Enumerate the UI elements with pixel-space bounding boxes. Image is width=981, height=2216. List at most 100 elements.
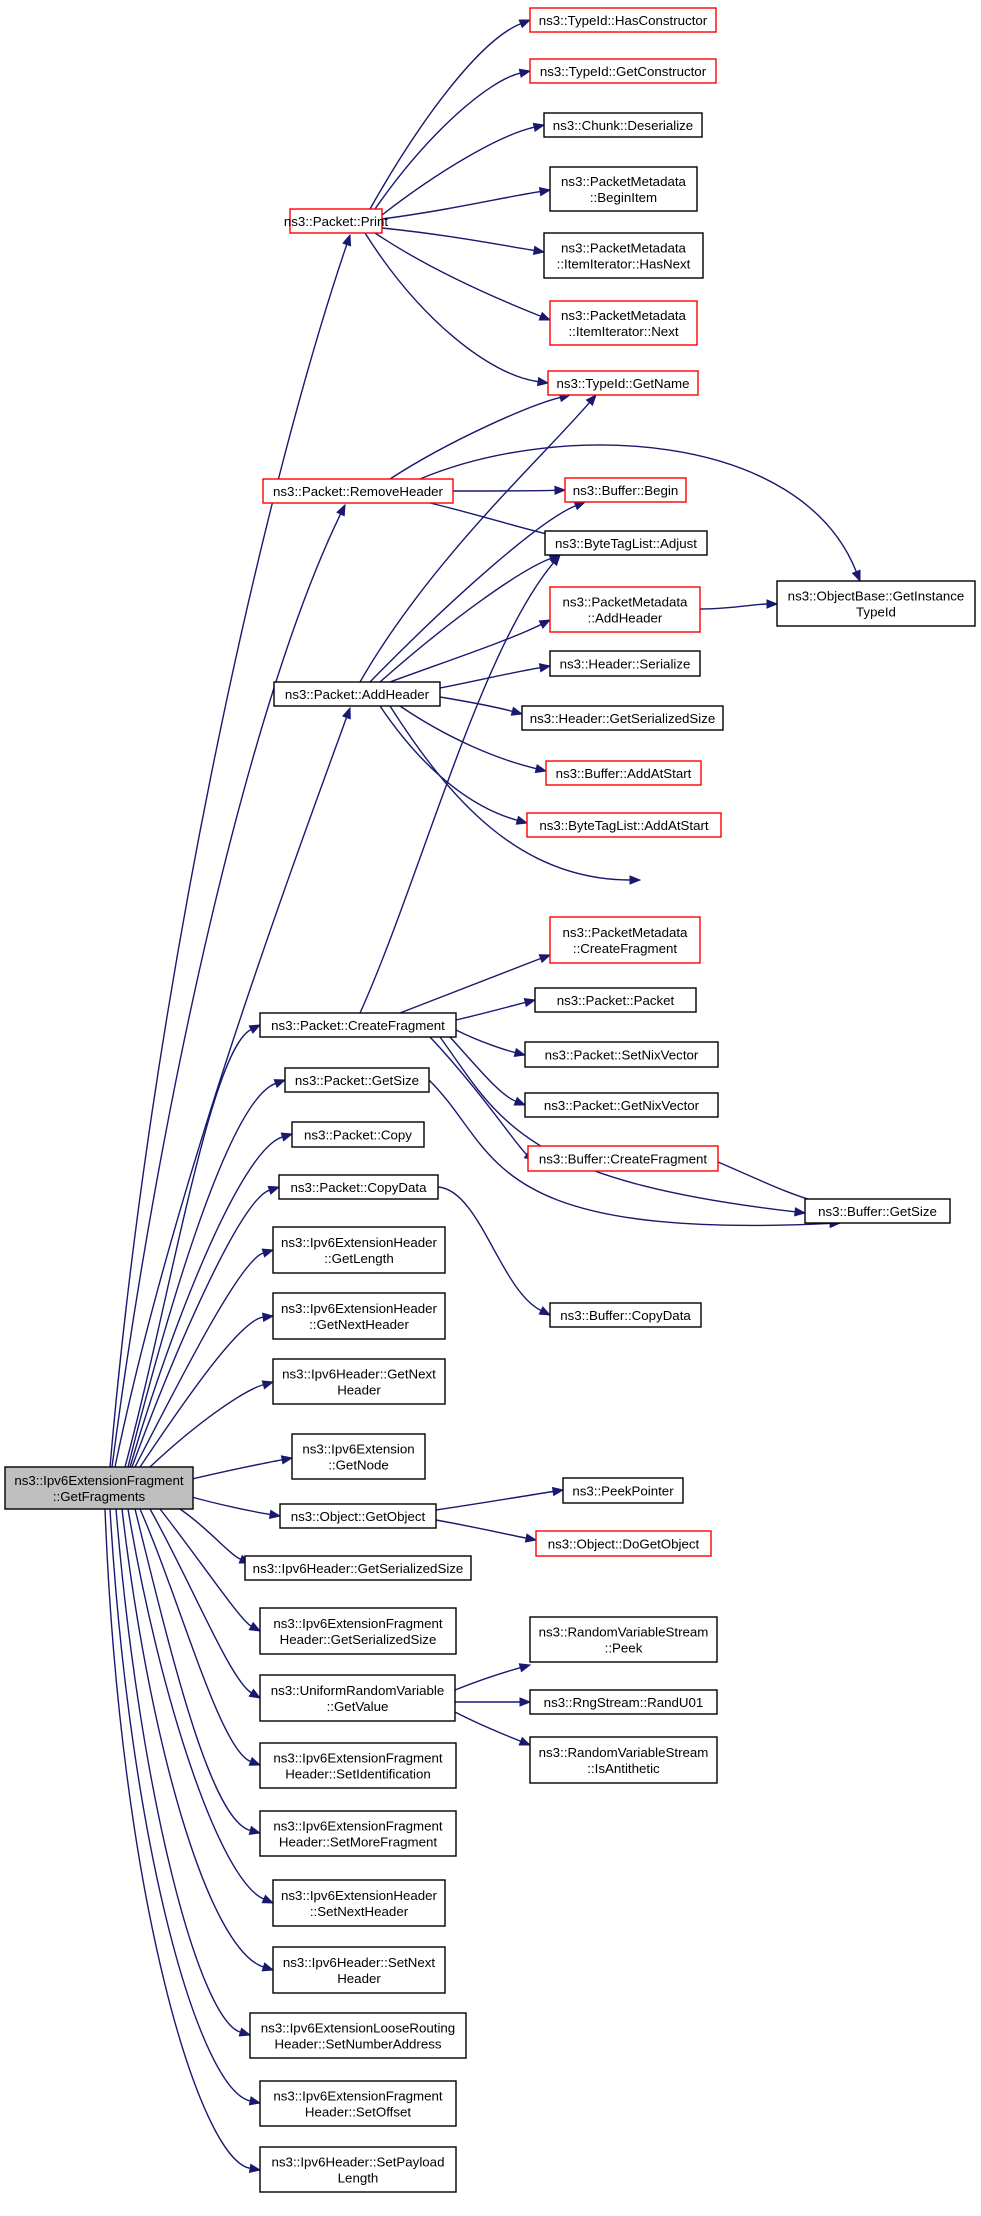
- node-pcopy[interactable]: ns3::Packet::Copy: [291, 1121, 425, 1148]
- edge-addheader-to-adjust: [379, 554, 562, 683]
- node-peekptr[interactable]: ns3::PeekPointer: [562, 1477, 684, 1504]
- arrowhead-icon: [538, 311, 552, 321]
- node-bufaddstart[interactable]: ns3::Buffer::AddAtStart: [545, 760, 702, 786]
- node-setmore[interactable]: ns3::Ipv6ExtensionFragmentHeader::SetMor…: [259, 1810, 457, 1857]
- node-randu01[interactable]: ns3::RngStream::RandU01: [529, 1689, 718, 1715]
- edge-root-to-print: [109, 233, 352, 1468]
- node-box: [284, 1067, 430, 1093]
- node-getctor[interactable]: ns3::TypeId::GetConstructor: [529, 58, 717, 84]
- node-bufcreatefrag[interactable]: ns3::Buffer::CreateFragment: [527, 1145, 719, 1172]
- node-hsetnext[interactable]: ns3::Ipv6Header::SetNextHeader: [272, 1946, 446, 1994]
- node-box: [527, 1145, 719, 1172]
- edge-root-to-setoffset: [109, 1508, 262, 2106]
- node-deser[interactable]: ns3::Chunk::Deserialize: [543, 112, 703, 138]
- node-label: ns3::RandomVariableStream: [539, 1625, 709, 1640]
- edge-removeheader-to-adjust: [429, 502, 562, 540]
- node-bufgetsize[interactable]: ns3::Buffer::GetSize: [804, 1198, 951, 1224]
- node-packet[interactable]: ns3::Packet::Packet: [534, 987, 697, 1013]
- node-hasctor[interactable]: ns3::TypeId::HasConstructor: [529, 7, 717, 33]
- node-label: ::IsAntithetic: [587, 1761, 660, 1776]
- edge-print-to-next: [374, 232, 552, 321]
- node-setoffset[interactable]: ns3::Ipv6ExtensionFragmentHeader::SetOff…: [259, 2080, 457, 2127]
- node-efhgetsize[interactable]: ns3::Ipv6ExtensionFragmentHeader::GetSer…: [259, 1607, 457, 1655]
- node-box: [272, 1946, 446, 1994]
- node-box: [259, 1810, 457, 1857]
- node-box: [524, 1041, 719, 1068]
- node-pmcreatefrag[interactable]: ns3::PacketMetadata::CreateFragment: [549, 916, 701, 964]
- edge-removeheader-to-bufbegin: [452, 485, 567, 496]
- node-bufcopydata[interactable]: ns3::Buffer::CopyData: [549, 1302, 702, 1328]
- node-hserialize[interactable]: ns3::Header::Serialize: [549, 650, 701, 677]
- node-box: [549, 300, 698, 346]
- node-box: [259, 1742, 457, 1789]
- edge-addheader-to-btladdstart: [379, 705, 529, 825]
- node-label: ns3::RngStream::RandU01: [544, 1695, 704, 1710]
- node-hgetsize[interactable]: ns3::Header::GetSerializedSize: [521, 705, 724, 731]
- node-label: ns3::TypeId::GetName: [556, 376, 689, 391]
- node-setnix[interactable]: ns3::Packet::SetNixVector: [524, 1041, 719, 1068]
- edge-root-to-ehsetnext: [127, 1508, 275, 1904]
- node-bufbegin[interactable]: ns3::Buffer::Begin: [564, 477, 687, 503]
- node-ehgetlen[interactable]: ns3::Ipv6ExtensionHeader::GetLength: [272, 1226, 446, 1274]
- node-dogetobj[interactable]: ns3::Object::DoGetObject: [535, 1530, 712, 1557]
- edge-removeheader-to-getinst: [419, 444, 861, 583]
- node-btladdstart[interactable]: ns3::ByteTagList::AddAtStart: [526, 812, 722, 838]
- node-label: ::GetNextHeader: [309, 1317, 409, 1332]
- edge-addheader-to-bufbegin: [369, 501, 587, 683]
- edge-createfrag-to-adjust: [359, 553, 561, 1014]
- node-beginitem[interactable]: ns3::PacketMetadata::BeginItem: [549, 166, 698, 212]
- node-createfrag[interactable]: ns3::Packet::CreateFragment: [259, 1012, 457, 1038]
- node-setnumaddr[interactable]: ns3::Ipv6ExtensionLooseRoutingHeader::Se…: [249, 2012, 467, 2059]
- node-pcopydata[interactable]: ns3::Packet::CopyData: [278, 1174, 439, 1200]
- node-label: ns3::TypeId::HasConstructor: [539, 13, 708, 28]
- node-removeheader[interactable]: ns3::Packet::RemoveHeader: [262, 478, 454, 504]
- node-getname[interactable]: ns3::TypeId::GetName: [547, 370, 699, 396]
- node-rvspeek[interactable]: ns3::RandomVariableStream::Peek: [529, 1616, 718, 1663]
- edge-urvgetvalue-to-rvspeek: [454, 1663, 532, 1691]
- node-box: [804, 1198, 951, 1224]
- node-pgetsize[interactable]: ns3::Packet::GetSize: [284, 1067, 430, 1093]
- node-getnix[interactable]: ns3::Packet::GetNixVector: [524, 1092, 719, 1118]
- node-box: [4, 1466, 194, 1510]
- edge-root-to-v6hgetsize: [179, 1508, 252, 1564]
- arrowhead-icon: [532, 122, 546, 132]
- node-next[interactable]: ns3::PacketMetadata::ItemIterator::Next: [549, 300, 698, 346]
- edge-root-to-setpayload: [104, 1508, 262, 2173]
- node-ehsetnext[interactable]: ns3::Ipv6ExtensionHeader::SetNextHeader: [272, 1879, 446, 1927]
- node-label: ns3::PacketMetadata: [561, 308, 687, 323]
- node-v6hgetsize[interactable]: ns3::Ipv6Header::GetSerializedSize: [244, 1555, 472, 1581]
- node-label: ns3::Header::GetSerializedSize: [530, 711, 716, 726]
- node-box: [549, 916, 701, 964]
- node-hasnext[interactable]: ns3::PacketMetadata::ItemIterator::HasNe…: [543, 232, 704, 279]
- node-label: ::ItemIterator::Next: [568, 324, 678, 339]
- node-setident[interactable]: ns3::Ipv6ExtensionFragmentHeader::SetIde…: [259, 1742, 457, 1789]
- node-label: ns3::Object::GetObject: [291, 1509, 426, 1524]
- node-pmaddheader[interactable]: ns3::PacketMetadata::AddHeader: [549, 586, 701, 633]
- node-label: ::GetFragments: [53, 1489, 146, 1504]
- node-hgetnext[interactable]: ns3::Ipv6Header::GetNextHeader: [272, 1358, 446, 1405]
- node-box: [524, 1092, 719, 1118]
- arrowhead-icon: [573, 501, 587, 511]
- node-adjust[interactable]: ns3::ByteTagList::Adjust: [544, 530, 708, 556]
- edge-root-to-setident: [139, 1508, 262, 1766]
- node-extgetnode[interactable]: ns3::Ipv6Extension::GetNode: [291, 1433, 426, 1480]
- node-label: ns3::Buffer::CreateFragment: [539, 1152, 708, 1167]
- node-print[interactable]: ns3::Packet::Print: [284, 208, 389, 234]
- node-ehgetnext[interactable]: ns3::Ipv6ExtensionHeader::GetNextHeader: [272, 1292, 446, 1340]
- node-urvgetvalue[interactable]: ns3::UniformRandomVariable::GetValue: [259, 1674, 456, 1722]
- arrowhead-icon: [629, 875, 642, 885]
- node-box: [545, 760, 702, 786]
- arrowhead-icon: [513, 1096, 527, 1106]
- arrowhead-icon: [538, 663, 552, 673]
- node-isanti[interactable]: ns3::RandomVariableStream::IsAntithetic: [529, 1736, 718, 1784]
- node-getobject[interactable]: ns3::Object::GetObject: [279, 1503, 437, 1529]
- arrowhead-icon: [261, 1894, 275, 1904]
- node-label: ::GetNode: [328, 1458, 389, 1473]
- edge-urvgetvalue-to-isanti: [454, 1711, 532, 1746]
- node-label: ns3::Ipv6Extension: [302, 1442, 414, 1457]
- node-box: [289, 208, 383, 234]
- node-box: [543, 112, 703, 138]
- node-addheader[interactable]: ns3::Packet::AddHeader: [273, 681, 441, 707]
